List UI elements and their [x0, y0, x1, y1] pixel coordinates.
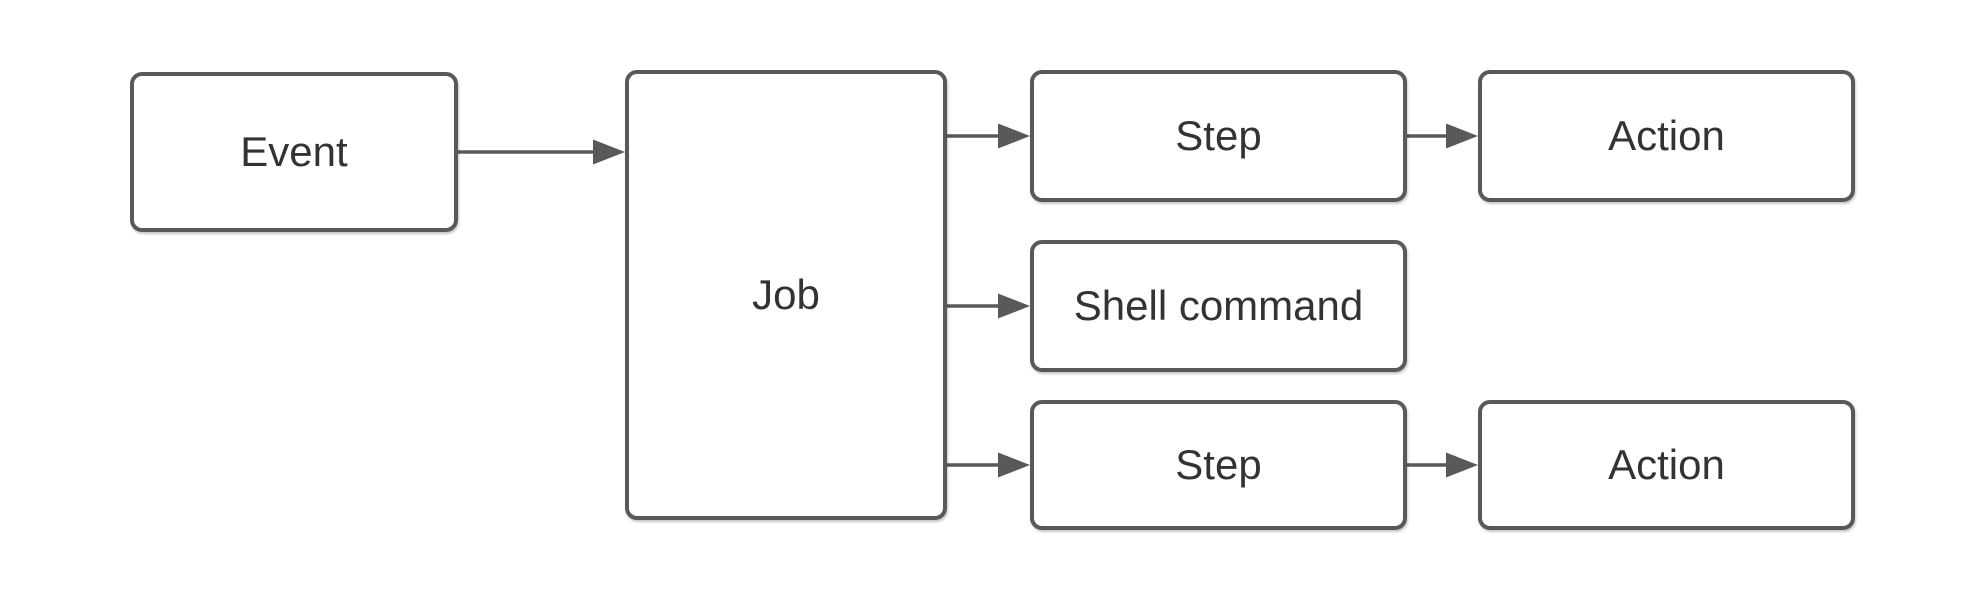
node-action-bottom-label: Action: [1608, 440, 1725, 488]
node-step-bottom-label: Step: [1175, 440, 1262, 488]
arrowhead-icon: [1446, 123, 1478, 149]
arrowhead-icon: [998, 123, 1030, 149]
node-action-bottom: Action: [1478, 400, 1855, 530]
node-step-bottom: Step: [1030, 400, 1407, 530]
arrowhead-icon: [1446, 452, 1478, 478]
arrowhead-icon: [998, 452, 1030, 478]
node-action-top-label: Action: [1608, 111, 1725, 159]
node-shell-command: Shell command: [1030, 240, 1407, 372]
node-event: Event: [130, 72, 458, 232]
node-shell-command-label: Shell command: [1073, 281, 1364, 329]
node-step-top: Step: [1030, 70, 1407, 202]
node-action-top: Action: [1478, 70, 1855, 202]
arrowhead-icon: [998, 293, 1030, 319]
node-job: Job: [625, 70, 947, 520]
node-step-top-label: Step: [1175, 111, 1262, 159]
node-event-label: Event: [240, 127, 348, 175]
arrowhead-icon: [593, 139, 625, 165]
node-job-label: Job: [752, 270, 820, 318]
